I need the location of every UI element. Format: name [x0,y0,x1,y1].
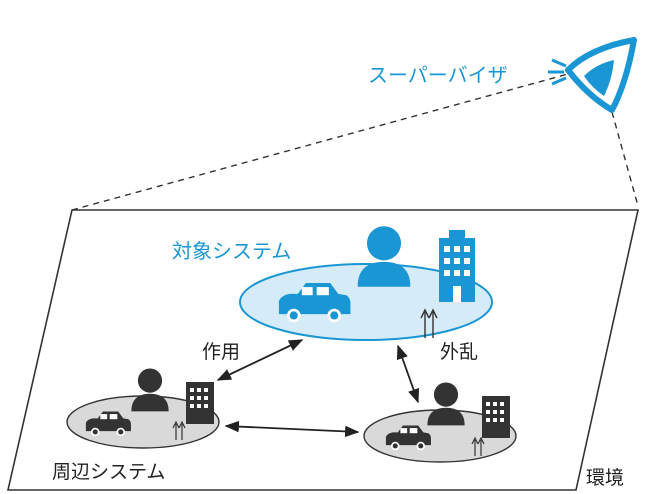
left-building-icon [186,382,214,424]
environment-label: 環境 [586,467,624,489]
left-disturbance-arrows [172,420,186,440]
view-line-right [611,111,639,207]
interaction-label: 作用 [202,341,240,363]
eye-icon [548,37,637,113]
interaction-arrow-left [216,339,304,381]
target-system-label: 対象システム [172,239,291,263]
target-building-icon [439,230,475,302]
environment-plane [6,209,639,491]
supervisor-label: スーパーバイザ [368,63,508,87]
interaction-arrow-bottom [224,420,360,438]
right-disturbance-arrows [471,436,485,456]
disturbance-arrows [420,308,438,338]
surrounding-systems-label: 周辺システム [52,461,165,483]
target-system-disc [239,263,493,341]
disturbance-label: 外乱 [440,341,478,363]
view-line-left [71,73,569,211]
right-building-icon [482,396,510,438]
interaction-arrow-right [396,344,420,404]
